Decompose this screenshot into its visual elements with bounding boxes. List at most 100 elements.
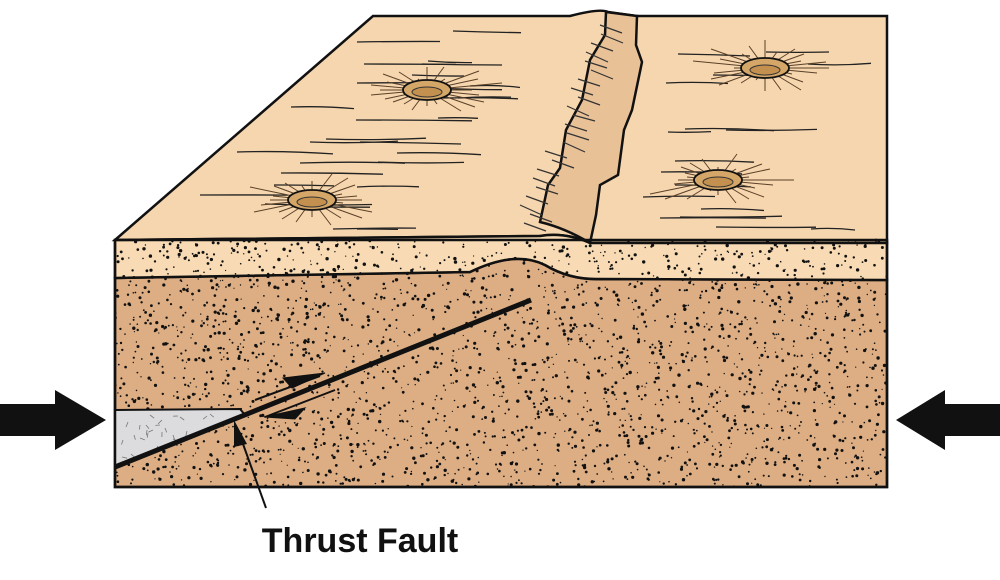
sediment-dot (523, 259, 526, 262)
sediment-dot (768, 403, 770, 405)
sediment-dot (558, 260, 560, 262)
sediment-dot (881, 388, 883, 390)
sediment-dot (449, 300, 452, 303)
sediment-dot (150, 379, 152, 382)
sediment-dot (502, 451, 506, 455)
sediment-dot (175, 467, 178, 470)
sediment-dot (865, 405, 869, 409)
sediment-dot (550, 409, 554, 413)
sediment-dot (135, 389, 138, 392)
sediment-dot (365, 392, 368, 394)
sediment-dot (597, 369, 601, 373)
sediment-dot (243, 307, 246, 310)
sediment-dot (350, 428, 353, 431)
sediment-dot (719, 454, 722, 457)
sediment-dot (469, 449, 471, 452)
sediment-dot (178, 256, 180, 258)
sediment-dot (233, 314, 237, 318)
sediment-dot (493, 435, 496, 438)
sediment-dot (286, 255, 289, 257)
sediment-dot (239, 343, 242, 345)
sediment-dot (527, 275, 531, 279)
sediment-dot (807, 378, 810, 381)
sediment-dot (798, 453, 802, 457)
sediment-dot (689, 277, 691, 279)
sediment-dot (760, 353, 764, 357)
sediment-dot (692, 283, 695, 286)
sediment-dot (733, 422, 737, 426)
sediment-dot (297, 320, 299, 323)
sediment-dot (635, 462, 639, 466)
sediment-dot (729, 323, 732, 326)
sediment-dot (207, 324, 209, 326)
sediment-dot (203, 271, 205, 274)
sediment-dot (654, 319, 656, 322)
sediment-dot (561, 322, 565, 326)
sediment-dot (256, 309, 260, 313)
sediment-dot (147, 279, 151, 283)
sediment-dot (861, 261, 864, 263)
sediment-dot (740, 252, 744, 256)
sediment-dot (865, 384, 869, 388)
sediment-dot (129, 323, 131, 325)
sediment-dot (176, 329, 179, 331)
sediment-dot (711, 281, 714, 283)
sediment-dot (585, 280, 588, 283)
sediment-dot (344, 241, 348, 245)
basement-fleck (185, 430, 188, 437)
sediment-dot (400, 292, 403, 295)
sediment-dot (622, 377, 625, 379)
sediment-dot (514, 462, 519, 466)
sediment-dot (132, 292, 135, 294)
sediment-dot (197, 251, 201, 255)
sediment-dot (562, 329, 566, 333)
sediment-dot (327, 383, 331, 387)
sediment-dot (253, 259, 256, 262)
sediment-dot (616, 337, 619, 340)
basement-fleck (146, 429, 148, 436)
sediment-dot (825, 316, 829, 320)
sediment-dot (195, 243, 199, 247)
sediment-dot (715, 462, 719, 466)
sediment-dot (312, 392, 315, 394)
sediment-dot (710, 395, 713, 398)
sediment-dot (733, 363, 736, 365)
sediment-dot (801, 315, 805, 318)
sediment-dot (686, 351, 689, 354)
sediment-dot (695, 467, 699, 470)
sediment-dot (645, 309, 647, 311)
sediment-dot (859, 435, 863, 439)
sediment-dot (626, 355, 630, 358)
sediment-dot (265, 249, 268, 252)
sediment-dot (466, 293, 469, 297)
sediment-dot (173, 266, 175, 268)
sediment-dot (833, 422, 836, 425)
sediment-dot (450, 382, 452, 384)
sediment-dot (363, 371, 366, 373)
sediment-dot (194, 341, 197, 345)
sediment-dot (393, 297, 396, 301)
sediment-dot (235, 298, 239, 302)
sediment-dot (674, 318, 676, 320)
sediment-dot (336, 449, 340, 453)
sediment-dot (236, 347, 240, 351)
sediment-dot (625, 356, 628, 359)
sediment-dot (172, 343, 176, 347)
sediment-dot (627, 444, 631, 448)
sediment-dot (337, 391, 340, 395)
sediment-dot (274, 421, 277, 423)
sediment-dot (213, 310, 217, 314)
sediment-dot (395, 259, 398, 262)
sediment-dot (508, 298, 510, 301)
sediment-dot (587, 377, 590, 380)
sediment-dot (588, 346, 592, 349)
sediment-dot (706, 385, 709, 388)
sediment-dot (328, 386, 330, 388)
crater-floor (702, 176, 734, 188)
sediment-dot (185, 361, 188, 363)
sediment-dot (410, 435, 412, 437)
sediment-dot (476, 310, 480, 314)
sediment-dot (509, 483, 513, 487)
sediment-dot (125, 401, 128, 404)
sediment-dot (597, 313, 600, 316)
